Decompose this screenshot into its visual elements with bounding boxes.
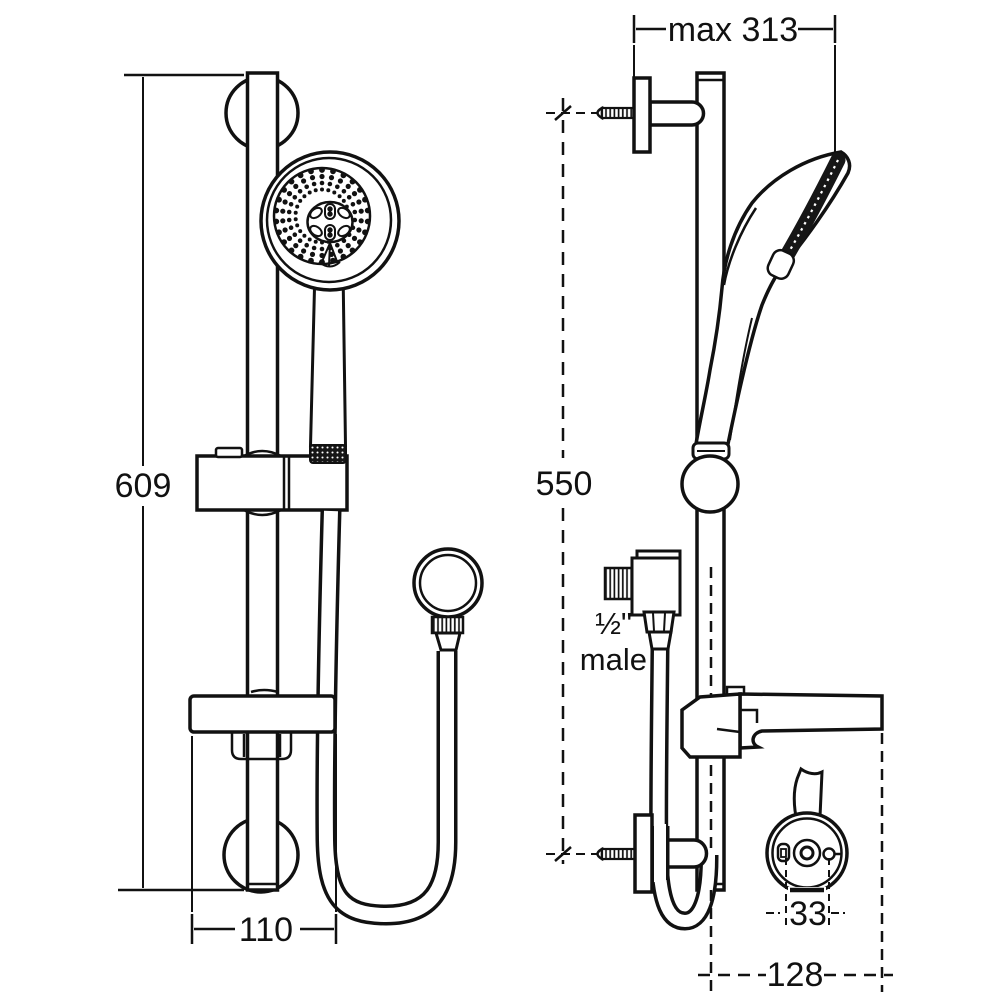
handset-knurl-ring — [309, 444, 347, 464]
dimension-33-label: 33 — [789, 895, 827, 933]
dimension-110: 110 — [190, 734, 338, 949]
holder-detail-view — [765, 766, 849, 896]
dimension-110-label: 110 — [239, 911, 293, 949]
dimension-609: 609 — [115, 73, 244, 892]
wall-screw-bottom — [546, 846, 637, 862]
spray-mode-fan-glyph — [318, 242, 341, 268]
shower-hose-front — [315, 510, 458, 926]
shower-head-front — [259, 150, 401, 292]
soap-dish-front — [188, 688, 337, 761]
dimension-max-313: max 313 — [632, 11, 837, 170]
slider-ball — [680, 454, 740, 514]
wall-bracket-top-side — [632, 76, 706, 154]
dimension-550: 550 — [536, 98, 593, 864]
side-view: 550 max 313 — [536, 11, 893, 994]
hub-petals — [309, 203, 351, 241]
dimension-128: 128 — [698, 733, 893, 994]
front-view: 609 — [115, 71, 484, 949]
connection-size-label: ½" — [595, 606, 632, 641]
dimension-609-label: 609 — [115, 467, 172, 505]
outlet-elbow-front — [412, 547, 484, 652]
handset-handle-front — [308, 266, 348, 448]
shower-hose-side — [649, 648, 719, 931]
soap-dish-side — [680, 685, 884, 759]
shower-head-side — [680, 150, 852, 514]
outlet-elbow-side — [603, 549, 682, 651]
spray-nozzle-dots — [273, 167, 371, 265]
dimension-550-label: 550 — [536, 465, 593, 503]
head-center-hub — [306, 200, 354, 244]
connection-type-label: male — [580, 642, 647, 677]
dimension-33: 33 — [766, 858, 849, 933]
slider-holder-front — [195, 446, 349, 517]
dimension-128-label: 128 — [767, 956, 824, 994]
dimension-max-313-label: max 313 — [668, 11, 798, 49]
connection-label: ½" male — [580, 606, 647, 677]
